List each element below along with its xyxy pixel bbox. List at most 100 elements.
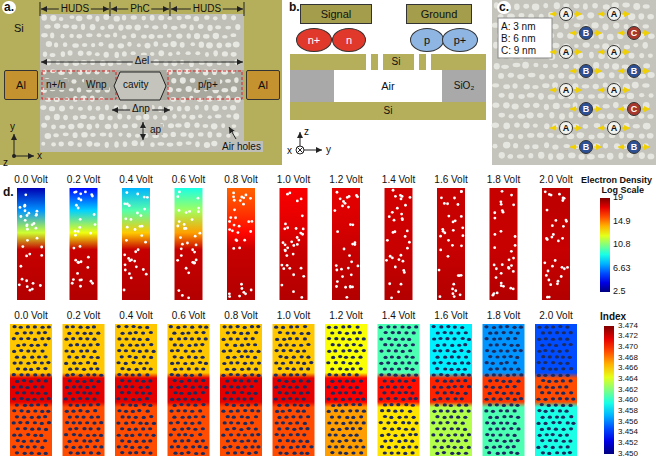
hole-dot: [303, 385, 307, 388]
hole-dot: [176, 195, 179, 198]
hole-dot: [296, 236, 299, 239]
hole-dot: [501, 263, 504, 266]
air-hole: [492, 103, 499, 108]
hole-dot: [296, 410, 300, 413]
hole-dot: [467, 446, 471, 449]
hole-dot: [453, 446, 457, 449]
index-map: [10, 324, 52, 456]
hole-dot: [302, 410, 306, 413]
hole-dot: [138, 433, 142, 436]
air-hole: [648, 54, 653, 58]
air-hole: [95, 123, 99, 128]
hole-dot: [464, 392, 468, 395]
air-hole: [235, 24, 240, 30]
air-hole: [100, 133, 106, 137]
hole-dot: [21, 245, 24, 248]
hole-dot: [79, 279, 82, 282]
air-hole: [204, 105, 208, 111]
hole-dot: [145, 422, 149, 425]
hole-dot: [292, 273, 295, 276]
hole-dot: [239, 332, 243, 335]
air-hole: [524, 145, 530, 150]
air-hole: [113, 123, 118, 129]
hole-dot: [510, 194, 513, 197]
hole-dot: [403, 344, 407, 347]
air-hole: [591, 22, 598, 28]
hole-dot: [85, 445, 89, 448]
hole-dot: [344, 403, 348, 406]
hole-dot: [43, 367, 47, 370]
hole-dot: [439, 361, 443, 364]
air-hole: [194, 123, 199, 128]
air-hole: [207, 25, 212, 31]
air-hole: [503, 142, 511, 149]
hole-dot: [452, 283, 455, 286]
hole-dot: [509, 287, 512, 290]
air-hole: [492, 83, 499, 87]
hole-dot: [141, 343, 145, 346]
air-hole: [99, 42, 104, 46]
hole-dot: [72, 278, 75, 281]
hole-dot: [12, 350, 16, 353]
electron-density-map: [280, 188, 308, 300]
hole-dot: [400, 325, 404, 328]
hole-dot: [183, 362, 187, 365]
hole-dot: [191, 445, 195, 448]
hole-dot: [124, 337, 128, 340]
air-hole: [559, 113, 565, 119]
hole-dot: [278, 391, 282, 394]
air-hole: [204, 15, 209, 20]
air-hole: [552, 43, 560, 48]
hole-dot: [198, 325, 202, 328]
hole-dot: [148, 392, 152, 395]
hole-dot: [335, 285, 338, 288]
air-hole: [523, 122, 530, 128]
hole-dot: [130, 259, 133, 262]
air-hole: [85, 70, 91, 75]
hole-dot: [138, 446, 142, 449]
hole-dot: [284, 380, 288, 383]
section-tick: [170, 2, 171, 16]
hole-dot: [86, 361, 90, 364]
air-hole: [73, 115, 78, 120]
hole-dot: [439, 386, 443, 389]
hole-dot: [32, 398, 36, 401]
hole-dot: [30, 356, 34, 359]
hole-dot: [19, 215, 22, 218]
hole-dot: [435, 367, 439, 370]
hole-dot: [278, 344, 282, 347]
hole-dot: [86, 326, 90, 329]
hole-dot: [145, 373, 149, 376]
hole-dot: [250, 361, 254, 364]
hole-dot: [446, 397, 450, 400]
hole-dot: [456, 452, 460, 455]
hole-dot: [74, 259, 77, 262]
hole-dot: [446, 325, 450, 328]
hole-dot: [82, 439, 86, 442]
air-hole: [512, 83, 517, 88]
air-hole: [51, 142, 56, 146]
hole-dot: [195, 244, 198, 247]
hole-dot: [222, 385, 226, 388]
hole-dot: [128, 451, 132, 454]
hole-dot: [405, 355, 409, 358]
hole-dot: [169, 433, 173, 436]
air-hole: [623, 84, 630, 91]
hole-dot: [30, 439, 34, 442]
hole-dot: [410, 368, 414, 371]
air-hole: [627, 133, 634, 139]
hole-dot: [40, 410, 44, 413]
air-hole: [190, 78, 196, 83]
hole-dot: [326, 361, 330, 364]
hole-dot: [349, 285, 352, 288]
air-hole: [519, 13, 525, 17]
hole-dot: [302, 228, 305, 231]
hole-dot: [186, 451, 190, 454]
hole-dot: [285, 254, 288, 257]
hole-dot: [236, 325, 240, 328]
air-hole: [61, 34, 65, 39]
hole-dot: [89, 332, 93, 335]
hole-dot: [78, 409, 82, 412]
hole-dot: [181, 416, 185, 419]
hole-dot: [393, 374, 397, 377]
